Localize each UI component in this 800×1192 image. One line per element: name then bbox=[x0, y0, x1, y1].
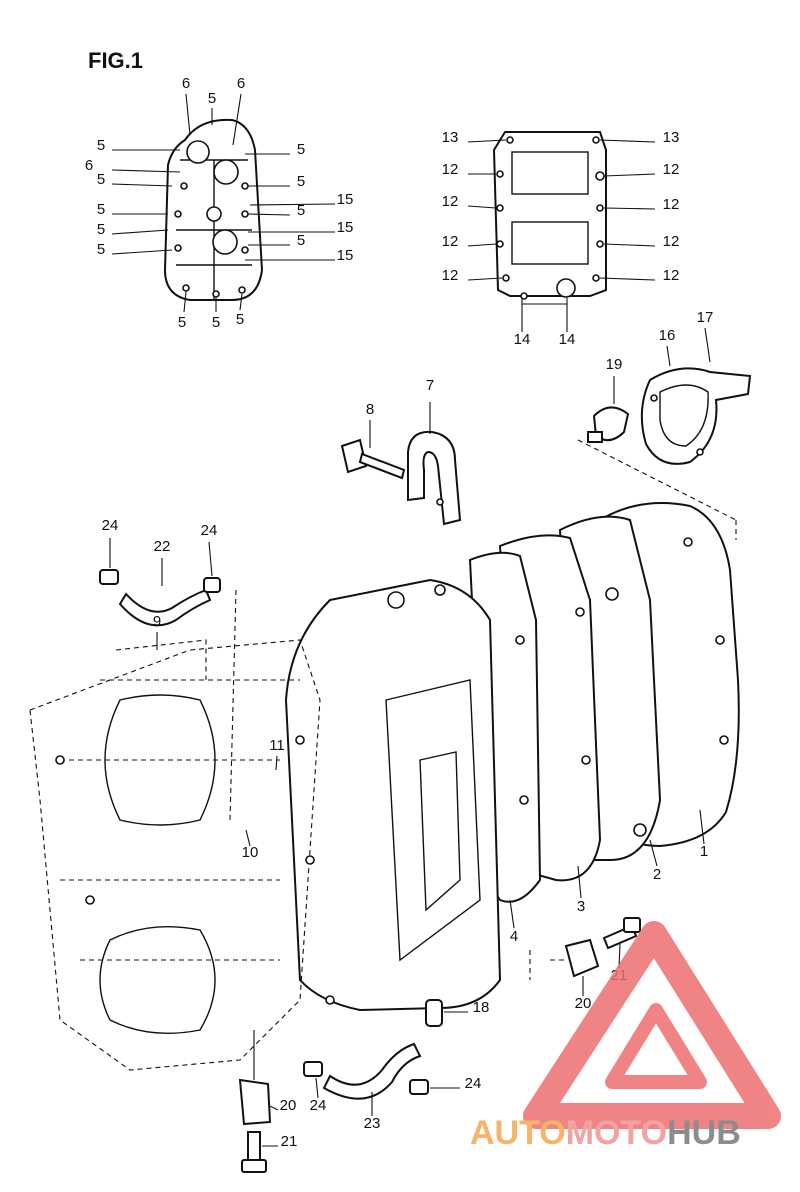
leader-lines-20-21-left bbox=[253, 1030, 279, 1147]
callout-c-17: 17 bbox=[697, 309, 714, 326]
callout-c-12a: 12 bbox=[442, 161, 459, 178]
callout-c-13a: 13 bbox=[442, 129, 459, 146]
leader-lines-block bbox=[115, 589, 705, 929]
callout-c-24a: 24 bbox=[102, 517, 119, 534]
engine-block bbox=[29, 502, 740, 1071]
leader-lines-7-8 bbox=[369, 402, 431, 448]
callout-c-5f: 5 bbox=[97, 201, 105, 218]
callout-c-19: 19 bbox=[606, 356, 623, 373]
callout-c-12h: 12 bbox=[663, 267, 680, 284]
gasket-plate-right bbox=[492, 131, 607, 300]
bolt-21-left bbox=[241, 1131, 267, 1173]
callout-c-20a: 20 bbox=[280, 1097, 297, 1114]
leader-lines-gasket bbox=[467, 139, 656, 332]
callout-c-2: 2 bbox=[653, 866, 661, 883]
clamp-bracket bbox=[407, 430, 462, 526]
callout-c-20b: 20 bbox=[575, 995, 592, 1012]
callout-c-5l: 5 bbox=[212, 314, 220, 331]
callout-c-15b: 15 bbox=[337, 219, 354, 236]
cover-plate-left bbox=[163, 118, 264, 301]
callout-c-16: 16 bbox=[659, 327, 676, 344]
callout-c-5j: 5 bbox=[97, 241, 105, 258]
callout-c-12g: 12 bbox=[442, 267, 459, 284]
callout-c-15c: 15 bbox=[337, 247, 354, 264]
bolt-part-8 bbox=[340, 438, 406, 480]
callout-c-12f: 12 bbox=[663, 233, 680, 250]
leader-lines-cover bbox=[111, 93, 336, 313]
watermark-part-auto: AUTO bbox=[470, 1114, 566, 1152]
callout-c-14b: 14 bbox=[559, 331, 576, 348]
callout-c-12b: 12 bbox=[663, 161, 680, 178]
callout-c-11: 11 bbox=[269, 737, 285, 754]
watermark-part-hub: HUB bbox=[667, 1114, 741, 1152]
bracket-20-left bbox=[238, 1078, 272, 1126]
callout-c-6c: 6 bbox=[85, 157, 93, 174]
callout-c-5h: 5 bbox=[97, 221, 105, 238]
callout-c-4: 4 bbox=[510, 928, 518, 945]
callout-c-6b: 6 bbox=[237, 75, 245, 92]
bolt-21-right bbox=[602, 917, 641, 950]
callout-c-9: 9 bbox=[153, 613, 161, 630]
dowel-pin bbox=[425, 999, 443, 1027]
callout-c-1: 1 bbox=[700, 843, 708, 860]
callout-c-3: 3 bbox=[577, 898, 585, 915]
assembly-line-right bbox=[529, 950, 568, 980]
bracket-20-right bbox=[564, 938, 600, 978]
thermostat-cover bbox=[640, 367, 752, 465]
callout-c-24b: 24 bbox=[201, 522, 218, 539]
callout-c-5g: 5 bbox=[297, 202, 305, 219]
assembly-line-thermostat bbox=[577, 439, 737, 540]
callout-c-12c: 12 bbox=[442, 193, 459, 210]
watermark-logo bbox=[523, 921, 781, 1129]
callout-c-14a: 14 bbox=[514, 331, 531, 348]
callout-c-13b: 13 bbox=[663, 129, 680, 146]
callout-c-5i: 5 bbox=[297, 232, 305, 249]
callout-c-5d: 5 bbox=[97, 171, 105, 188]
watermark-text: AUTOMOTOHUB bbox=[470, 1114, 741, 1152]
watermark-part-moto: MOTO bbox=[566, 1114, 667, 1152]
callout-c-8: 8 bbox=[366, 401, 374, 418]
callout-c-5k: 5 bbox=[178, 314, 186, 331]
figure-label: FIG.1 bbox=[88, 48, 143, 73]
callout-c-23: 23 bbox=[364, 1115, 381, 1132]
callout-c-21a: 21 bbox=[281, 1133, 298, 1150]
callout-c-15a: 15 bbox=[337, 191, 354, 208]
leader-lines-22-24 bbox=[109, 538, 213, 586]
thermostat bbox=[587, 406, 630, 443]
hose-upper bbox=[99, 569, 221, 627]
leader-lines-16-17-19 bbox=[613, 327, 711, 404]
callout-c-22: 22 bbox=[154, 538, 171, 555]
callout-c-5b: 5 bbox=[97, 137, 105, 154]
callout-c-24d: 24 bbox=[465, 1075, 482, 1092]
callout-c-5a: 5 bbox=[208, 90, 216, 107]
hose-lower bbox=[303, 1042, 429, 1100]
callout-c-5m: 5 bbox=[236, 311, 244, 328]
callout-c-5e: 5 bbox=[297, 173, 305, 190]
callout-c-24c: 24 bbox=[310, 1097, 327, 1114]
callout-c-12e: 12 bbox=[442, 233, 459, 250]
callout-c-6a: 6 bbox=[182, 75, 190, 92]
leader-lines-23-24 bbox=[315, 1077, 460, 1116]
callout-c-12d: 12 bbox=[663, 196, 680, 213]
callout-c-7: 7 bbox=[426, 377, 434, 394]
callout-c-10: 10 bbox=[242, 844, 259, 861]
callout-c-5c: 5 bbox=[297, 141, 305, 158]
callout-c-18: 18 bbox=[473, 999, 490, 1016]
